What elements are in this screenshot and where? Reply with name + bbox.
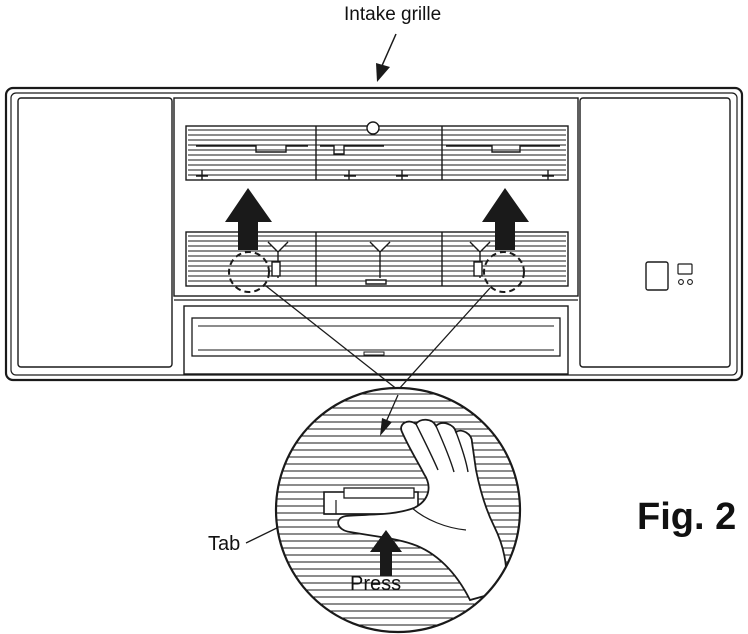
right-side-panel bbox=[579, 97, 731, 368]
outlet-area bbox=[183, 305, 569, 375]
leader-line-left bbox=[265, 285, 399, 391]
intake-grille-arrowhead bbox=[376, 63, 390, 82]
upper-filter bbox=[185, 121, 569, 181]
tab-label: Tab bbox=[208, 533, 241, 555]
lift-arrows bbox=[225, 188, 529, 250]
lift-arrow-left bbox=[225, 188, 272, 250]
intake-grille-label: Intake grille bbox=[344, 4, 442, 25]
leader-line-right bbox=[397, 287, 491, 391]
indoor-unit bbox=[4, 86, 744, 382]
lift-arrow-right bbox=[482, 188, 529, 250]
unit-outer-frame bbox=[4, 86, 744, 382]
left-side-panel bbox=[17, 97, 173, 368]
magnifier-circle bbox=[274, 386, 522, 634]
tab-callout-left bbox=[228, 251, 270, 293]
press-arrow bbox=[370, 530, 402, 576]
indicator-lamp-left bbox=[678, 279, 684, 285]
unit-inner-frame bbox=[10, 92, 738, 376]
intake-grille-panel bbox=[173, 97, 579, 297]
figure-label: Fig. 2 bbox=[637, 496, 737, 538]
indicator-lamp-right bbox=[687, 279, 693, 285]
press-label: Press bbox=[350, 573, 402, 595]
status-indicator bbox=[677, 263, 693, 275]
receiver-window bbox=[645, 261, 669, 291]
magnified-view bbox=[274, 386, 522, 634]
tab-callout-right bbox=[483, 251, 525, 293]
outlet-vane bbox=[191, 317, 561, 357]
intake-grille-leader bbox=[380, 33, 397, 69]
hand-illustration bbox=[337, 418, 508, 602]
tab-callouts bbox=[228, 33, 525, 544]
